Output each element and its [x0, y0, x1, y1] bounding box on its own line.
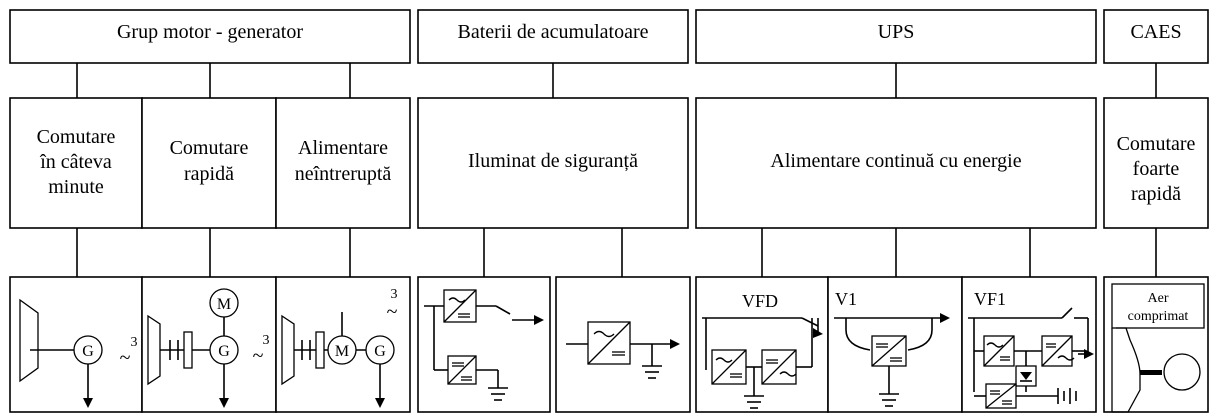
- mid-label-switch-minutes-3: minute: [48, 176, 104, 198]
- schematic-ups-vfd: VFD: [695, 276, 829, 413]
- mid-box-very-fast: Comutare foarte rapidă: [1103, 97, 1209, 229]
- top-label-ups: UPS: [878, 21, 915, 43]
- mid-label-safety-lighting: Iluminat de siguranță: [468, 150, 638, 172]
- top-box-batteries: Baterii de acumulatoare: [417, 9, 689, 64]
- tilde-symbol: ~: [120, 347, 131, 369]
- mid-label-switch-minutes-2: în câteva: [39, 151, 112, 173]
- mid-label-switch-fast-2: rapidă: [184, 163, 234, 185]
- mid-box-continuous-supply: Alimentare continuă cu energie: [695, 97, 1097, 229]
- mid-box-uninterrupted: Alimentare neîntreruptă: [275, 97, 411, 229]
- three-phase-label: 3: [391, 287, 398, 302]
- schematic-uninterrupted-set: M G 3 ~: [275, 276, 411, 413]
- schematic-motor-flywheel-generator: M G ~ 3: [141, 276, 277, 413]
- schematic-compressed-air: Aer comprimat: [1103, 276, 1209, 413]
- top-label-caes: CAES: [1130, 21, 1181, 43]
- three-phase-label: 3: [263, 333, 270, 348]
- mid-label-switch-minutes-1: Comutare: [37, 126, 116, 148]
- generator-label: G: [82, 343, 94, 360]
- mid-label-uninterrupted-1: Alimentare: [298, 137, 388, 159]
- top-box-ups: UPS: [695, 9, 1097, 64]
- connectors-middle-bottom: [76, 228, 1157, 277]
- vf1-label: VF1: [974, 289, 1006, 309]
- mid-label-uninterrupted-2: neîntreruptă: [295, 163, 392, 185]
- mid-label-very-fast-1: Comutare: [1117, 133, 1196, 155]
- connectors-top-middle: [76, 63, 1157, 98]
- mid-box-switch-fast: Comutare rapidă: [141, 97, 277, 229]
- tilde-symbol: ~: [253, 345, 264, 367]
- top-box-caes: CAES: [1103, 9, 1209, 64]
- mid-label-very-fast-3: rapidă: [1131, 183, 1181, 205]
- mid-label-continuous-supply: Alimentare continuă cu energie: [770, 150, 1021, 172]
- vfd-label: VFD: [742, 291, 778, 311]
- top-label-motor-generator: Grup motor - generator: [117, 21, 303, 43]
- schematic-ups-v1: V1: [827, 276, 963, 413]
- top-label-batteries: Baterii de acumulatoare: [457, 21, 648, 43]
- v1-label: V1: [835, 289, 857, 309]
- generator-label: G: [218, 343, 230, 360]
- mid-label-switch-fast-1: Comutare: [170, 137, 249, 159]
- schematic-lighting-converter-battery: [417, 276, 551, 413]
- air-label-2: comprimat: [1128, 309, 1189, 324]
- air-label-1: Aer: [1148, 291, 1169, 306]
- three-phase-label: 3: [131, 335, 138, 350]
- schematic-ups-vf1: VF1: [961, 276, 1097, 413]
- tilde-symbol: ~: [387, 301, 398, 323]
- top-box-motor-generator: Grup motor - generator: [9, 9, 411, 64]
- schematic-turbine-generator: G ~ 3: [9, 276, 143, 413]
- schematic-lighting-inverter: [555, 276, 691, 413]
- mid-box-safety-lighting: Iluminat de siguranță: [417, 97, 689, 229]
- mid-box-switch-minutes: Comutare în câteva minute: [9, 97, 143, 229]
- generator-label: G: [374, 343, 386, 360]
- motor-label: M: [335, 343, 349, 360]
- mid-label-very-fast-2: foarte: [1133, 158, 1180, 180]
- motor-label: M: [217, 296, 231, 313]
